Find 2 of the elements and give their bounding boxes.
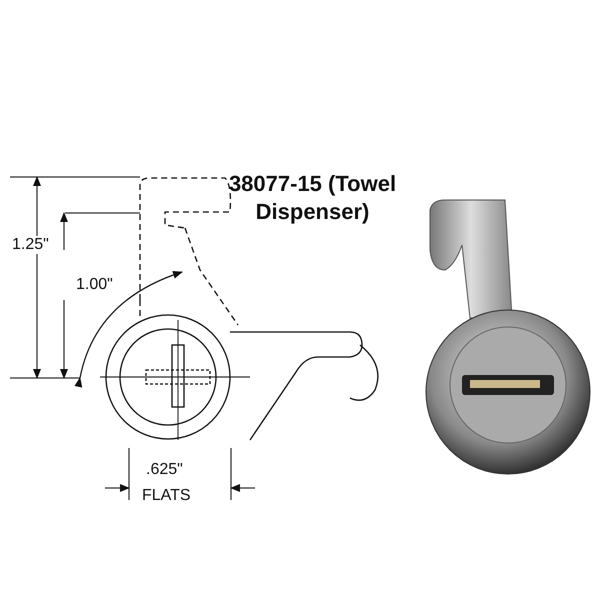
title: 38077-15 (Towel Dispenser) <box>228 170 398 226</box>
dimension-label: 1.25" <box>12 236 49 254</box>
